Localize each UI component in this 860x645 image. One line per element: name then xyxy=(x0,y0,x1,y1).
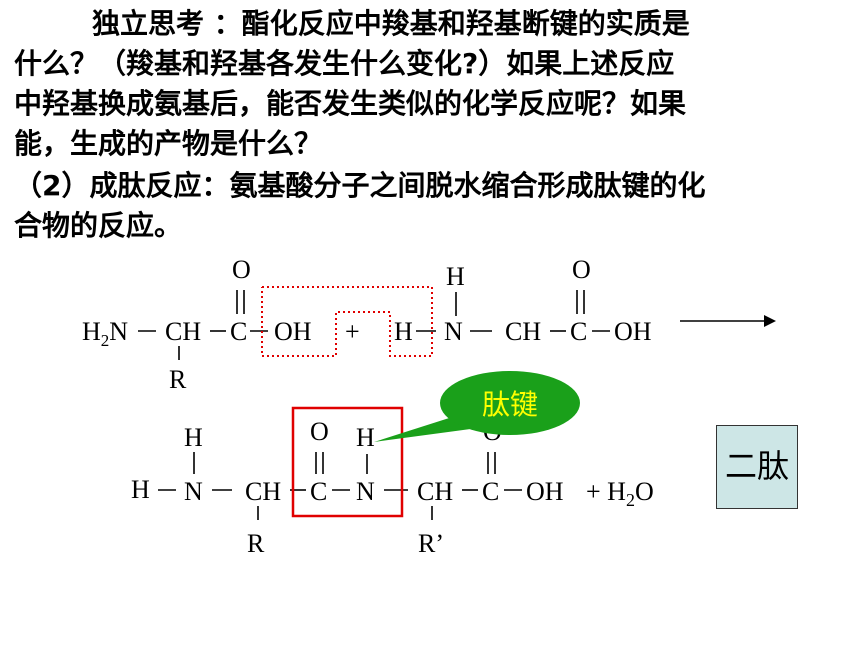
p-r2-text: R’ xyxy=(418,529,444,558)
p-oh-text: OH xyxy=(526,477,564,506)
question-line-3: 中羟基换成氨基后，能否发生类似的化学反应呢？如果 xyxy=(14,87,687,120)
question-line-4: 能，生成的产物是什么？ xyxy=(14,127,323,160)
r1-oh-text: OH xyxy=(274,317,312,346)
dipeptide-label: 二肽 xyxy=(724,447,789,485)
peptide-bond-box xyxy=(291,406,404,518)
p-ch1-text: CH xyxy=(245,477,281,506)
r1-c-text: C xyxy=(230,317,247,346)
p-h2-text: H xyxy=(356,423,375,452)
definition-paragraph: （2）成肽反应：氨基酸分子之间脱水缩合形成肽键的化 合物的反应。 xyxy=(14,166,854,246)
p-n1-text: N xyxy=(184,477,203,506)
reaction-arrow-head xyxy=(764,315,776,327)
reactant-1: H2N CH C O R OH xyxy=(82,255,312,394)
water-text: + H2O xyxy=(586,477,654,510)
plus-sign: + xyxy=(345,317,360,346)
r1-r-text: R xyxy=(169,365,187,394)
peptide-bond-callout: 肽键 xyxy=(374,371,580,442)
p-c1-text: C xyxy=(310,477,327,506)
r2-n-text: N xyxy=(444,317,463,346)
p-ch2-text: CH xyxy=(417,477,453,506)
callout-label: 肽键 xyxy=(482,388,538,421)
reactant-2: + H N H CH C O OH xyxy=(345,255,652,346)
question-line-2: 什么？（羧基和羟基各发生什么变化?）如果上述反应 xyxy=(14,47,675,80)
definition-line-2: 合物的反应。 xyxy=(14,209,183,242)
product-dipeptide: H N H CH R C O N H CH R’ C O OH + H2O xyxy=(131,417,654,558)
dotted-water-box xyxy=(261,286,433,357)
p-n2-text: N xyxy=(356,477,375,506)
r1-h-text: H2N xyxy=(82,317,128,350)
r2-c-text: C xyxy=(570,317,587,346)
r1-o-text: O xyxy=(232,255,251,284)
dipeptide-label-box: 二肽 xyxy=(716,425,798,509)
p-c2-text: C xyxy=(482,477,499,506)
callout-bubble xyxy=(440,371,580,435)
r2-h-top-text: H xyxy=(446,262,465,291)
question-paragraph: 独立思考 ：酯化反应中羧基和羟基断键的实质是 什么？（羧基和羟基各发生什么变化?… xyxy=(14,4,854,164)
r2-h-left-text: H xyxy=(394,317,413,346)
r2-oh-text: OH xyxy=(614,317,652,346)
p-o1-text: O xyxy=(310,417,329,446)
question-line-1: 独立思考 ：酯化反应中羧基和羟基断键的实质是 xyxy=(92,7,690,40)
p-r1-text: R xyxy=(247,529,265,558)
r1-ch-text: CH xyxy=(165,317,201,346)
r2-ch-text: CH xyxy=(505,317,541,346)
p-h-left-text: H xyxy=(131,475,150,504)
p-h-top1-text: H xyxy=(184,423,203,452)
definition-line-1: （2）成肽反应：氨基酸分子之间脱水缩合形成肽键的化 xyxy=(14,169,706,202)
r2-o-text: O xyxy=(572,255,591,284)
